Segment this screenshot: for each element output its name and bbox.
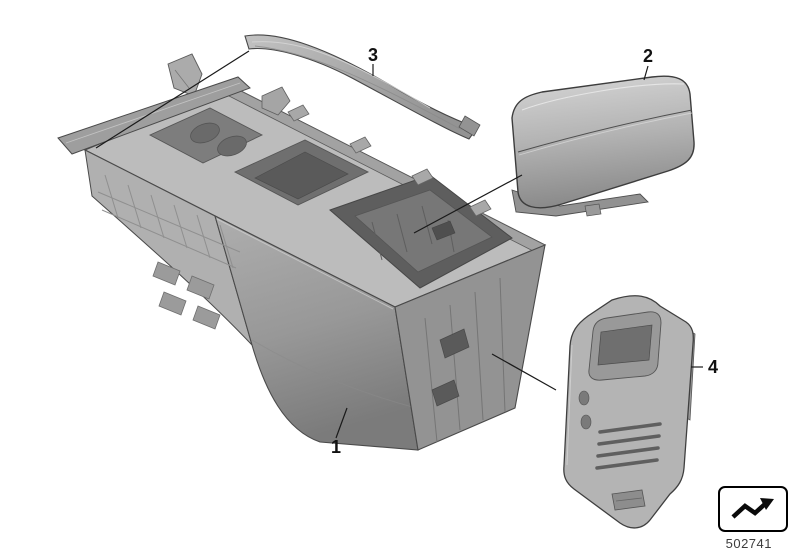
front-bracket	[167, 53, 203, 97]
console-body	[83, 53, 547, 451]
callout-line-1	[335, 407, 348, 439]
callout-lines	[95, 50, 703, 439]
rear-trim-panel	[563, 295, 696, 529]
armrest-lid-top-highlight	[521, 83, 685, 111]
armrest-lid	[511, 75, 695, 217]
callout-line-2b	[413, 174, 523, 234]
callout-line-2a	[643, 65, 649, 81]
rear-face-ribs	[424, 277, 506, 443]
callout-line-3b	[95, 50, 250, 149]
trim-strip-end-clip	[458, 115, 481, 137]
deck-stub	[261, 86, 291, 116]
trim-strip-installed	[57, 76, 251, 155]
trim-strip	[244, 34, 481, 140]
callout-label-4[interactable]: 4	[707, 357, 719, 377]
cupholder-rear	[217, 135, 247, 157]
front-frame-lattice	[152, 261, 221, 330]
armrest-cavity-floor	[354, 189, 493, 273]
cupholder-front	[190, 122, 220, 144]
armrest-lid-seam	[517, 109, 693, 153]
armrest-lid-top	[511, 75, 695, 209]
armrest-lid-hinge-tab	[584, 203, 602, 217]
zigzag-arrow-icon	[731, 498, 774, 519]
rear-panel-left-highlight	[566, 344, 573, 466]
callout-label-3[interactable]: 3	[367, 45, 379, 65]
armrest-lid-seam-highlight	[518, 112, 693, 156]
armrest-lid-base-frame	[511, 189, 649, 217]
callout-line-4b	[491, 353, 557, 391]
front-frame-ribs	[97, 174, 241, 269]
brand-logo	[718, 486, 788, 532]
armrest-cavity-hole	[431, 220, 456, 241]
console-side-panel	[214, 214, 419, 451]
part-number: 502741	[725, 536, 772, 551]
trim-strip-installed-highlight	[65, 82, 241, 144]
rear-panel-connector-line	[615, 497, 643, 502]
rear-panel-hole-1	[578, 390, 590, 406]
callout-label-2[interactable]: 2	[642, 46, 654, 66]
rear-panel-connector	[611, 489, 646, 511]
deck-clips	[287, 104, 492, 217]
trim-strip-shadow-line	[254, 45, 463, 131]
front-bracket-line	[174, 69, 190, 89]
side-panel-crease	[251, 339, 417, 409]
rear-panel-vent-slats	[595, 422, 662, 470]
side-panel-highlight	[216, 218, 394, 310]
rear-panel-hole-2	[580, 414, 592, 430]
rear-face-hole-upper	[439, 328, 470, 359]
callout-label-1[interactable]: 1	[330, 437, 342, 457]
trim-strip-body	[244, 34, 478, 140]
trim-strip-highlight	[251, 41, 431, 109]
middle-opening-inner	[254, 151, 349, 200]
rear-panel-upper-opening-inner	[597, 324, 653, 366]
rear-face-hole-lower	[431, 379, 460, 407]
